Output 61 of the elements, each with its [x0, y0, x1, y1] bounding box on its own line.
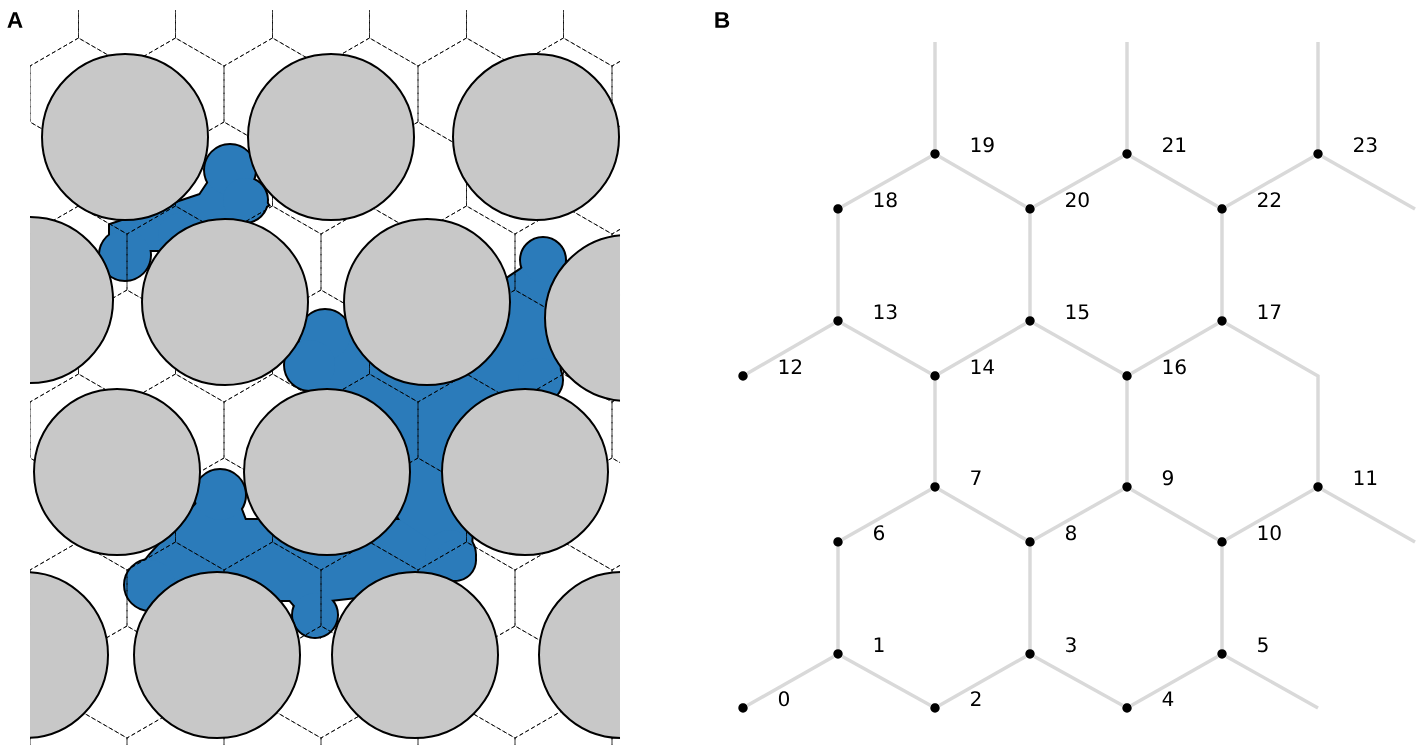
vertex-number: 7	[971, 470, 981, 485]
vertex-number: 8	[1065, 525, 1076, 541]
vertex-number: 11	[1354, 470, 1377, 485]
vertex-number: 18	[874, 192, 897, 208]
connector-line	[938, 321, 1027, 376]
vertex-number: 17	[1258, 304, 1281, 319]
connector-line	[836, 546, 840, 650]
vertex-number: 21	[1163, 137, 1186, 152]
connector-line	[1220, 213, 1224, 317]
vertex-number: 23	[1354, 137, 1377, 153]
vertex-number: 19	[971, 137, 994, 153]
vertex-number: 15	[1066, 304, 1089, 320]
connector-line	[1316, 42, 1320, 150]
connector-line	[1220, 546, 1224, 650]
connector-line	[746, 321, 835, 376]
connector-line	[1225, 321, 1320, 483]
vertex-number: 22	[1258, 192, 1281, 207]
vertex-number: 2	[971, 691, 981, 706]
connector-line	[933, 42, 937, 150]
connector-line	[1033, 154, 1124, 209]
vertex-number: 12	[779, 359, 802, 374]
vertex-number: 20	[1066, 192, 1089, 208]
connector-line	[1225, 654, 1319, 710]
connector-line	[1225, 154, 1315, 209]
connector-line	[938, 487, 1027, 542]
connector-line	[1125, 380, 1129, 483]
vertex-number: 4	[1162, 691, 1174, 706]
vertex-number: 1	[874, 637, 884, 652]
vertex-number: 6	[874, 525, 885, 541]
connector-line	[1321, 487, 1416, 544]
connector-line	[1130, 321, 1219, 376]
vertex-number: 0	[778, 691, 789, 707]
connector-line	[1028, 546, 1032, 650]
vertex-number: 10	[1258, 525, 1281, 541]
connector-line	[1130, 487, 1219, 542]
connector-line	[938, 154, 1027, 209]
vertex-number: 14	[971, 359, 994, 374]
connector-line	[938, 654, 1027, 708]
connector-line	[1033, 654, 1124, 708]
connector-line	[841, 321, 932, 376]
vertex-number: 3	[1066, 637, 1076, 653]
connector-line	[1321, 154, 1416, 211]
vertex-number: 13	[874, 304, 897, 320]
panel-letter: A	[7, 12, 23, 28]
connector-line	[746, 654, 835, 708]
connector-line	[841, 487, 932, 542]
connector-line	[1130, 654, 1219, 708]
connector-line	[1033, 487, 1124, 542]
connector-line	[1225, 487, 1315, 542]
connector-line	[841, 654, 932, 708]
connector-line	[841, 154, 932, 209]
connector-line	[836, 213, 840, 317]
connector-line	[1125, 42, 1129, 150]
connector-line	[1130, 154, 1219, 209]
connector-line	[933, 380, 937, 483]
connector-line	[1028, 213, 1032, 317]
vertex-number: 9	[1162, 470, 1173, 486]
connector-line	[1033, 321, 1124, 376]
vertex-number: 5	[1258, 637, 1268, 653]
vertex-number: 16	[1163, 359, 1186, 375]
panel-letter: B	[715, 12, 730, 28]
